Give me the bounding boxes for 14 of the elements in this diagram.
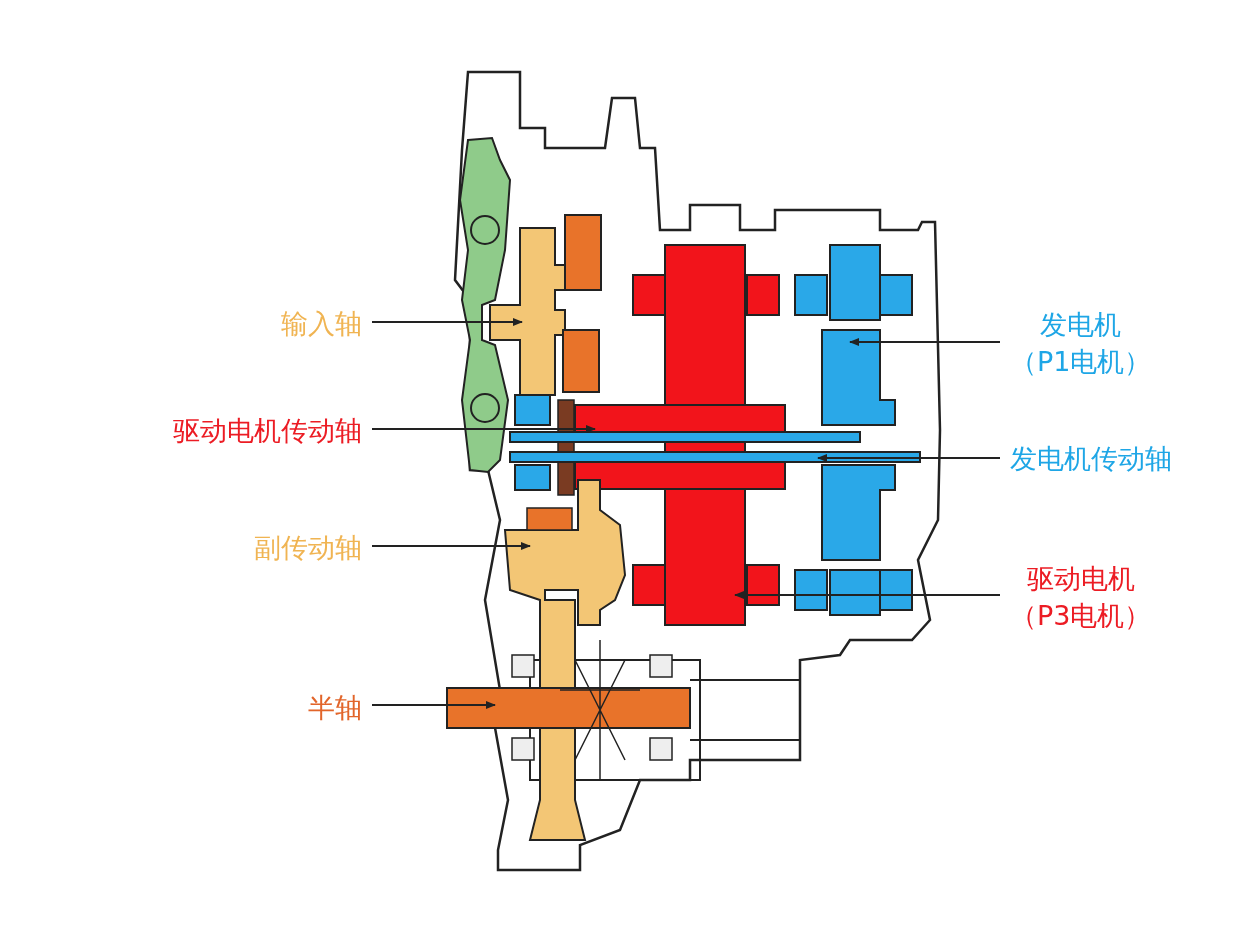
part-label: 副传动轴 — [254, 529, 362, 566]
part-label: 输入轴 — [281, 305, 362, 342]
leader-line — [734, 591, 1001, 599]
leader-line — [371, 318, 523, 326]
leader-line — [371, 542, 531, 550]
part-label: 发电机 （P1电机） — [1010, 306, 1152, 380]
part-label: 半轴 — [308, 689, 362, 726]
leader-line — [817, 454, 1001, 462]
leader-line — [371, 701, 496, 709]
leader-line — [371, 425, 596, 433]
leader-line — [849, 338, 1001, 346]
part-label: 驱动电机 （P3电机） — [1010, 560, 1152, 634]
part-label: 驱动电机传动轴 — [173, 412, 362, 449]
part-label: 发电机传动轴 — [1010, 440, 1172, 477]
